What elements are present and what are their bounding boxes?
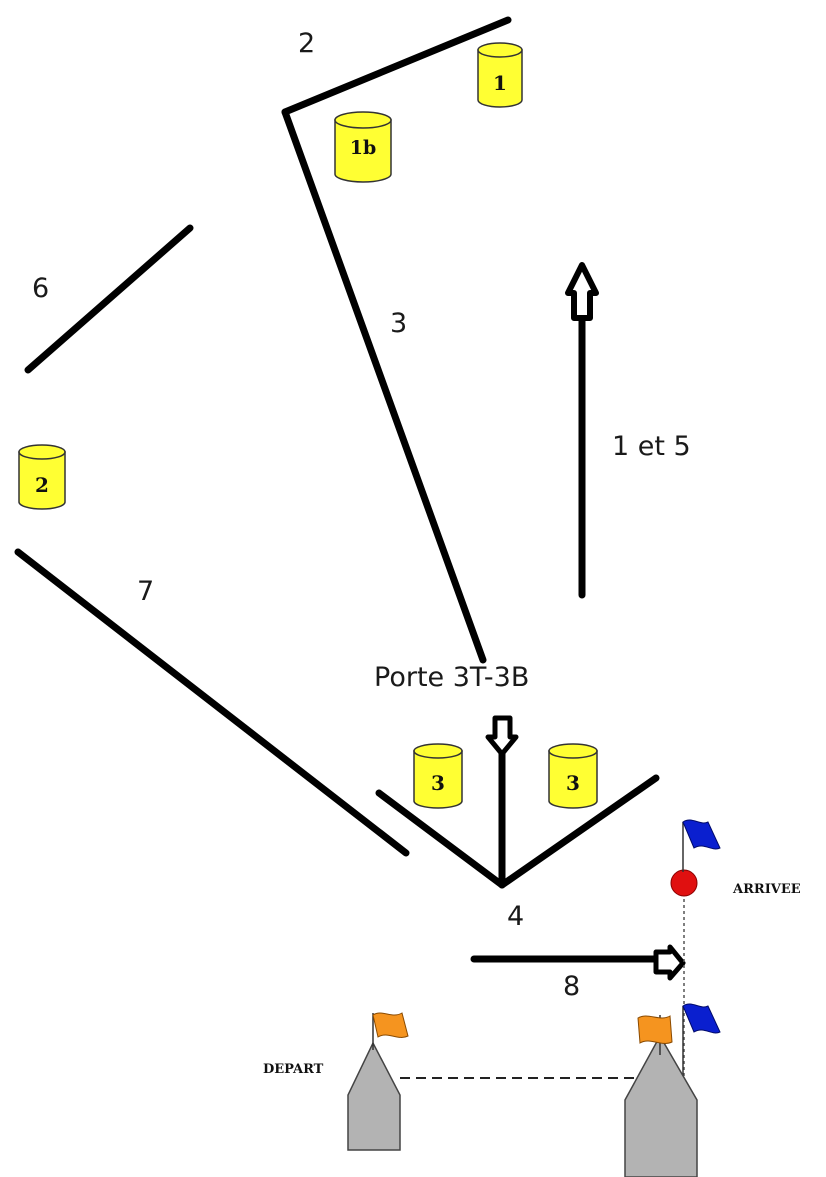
label-1-et-5: 1 et 5	[612, 431, 691, 462]
buoy-1: 1	[477, 42, 523, 108]
orange-flag-left	[372, 1012, 409, 1038]
buoy-3-left-label: 3	[431, 771, 445, 795]
orange-flag-right	[637, 1015, 673, 1044]
buoy-2-label: 2	[35, 473, 49, 497]
leg-2-line	[281, 16, 512, 116]
leg-3-line	[281, 108, 487, 664]
label-leg-4: 4	[507, 901, 524, 932]
buoy-1-label: 1	[493, 71, 507, 95]
buoy-3-right-label: 3	[566, 771, 580, 795]
buoy-3-left: 3	[413, 743, 463, 809]
leg-7-line	[14, 548, 410, 857]
label-gate: Porte 3T-3B	[374, 662, 529, 693]
label-finish: ARRIVEE	[732, 882, 801, 897]
blue-flag-top	[682, 819, 721, 872]
label-start: DEPART	[263, 1062, 324, 1077]
buoy-1b: 1b	[334, 111, 392, 183]
gate-left-line	[375, 789, 506, 889]
finish-mark	[670, 869, 698, 897]
buoy-2: 2	[18, 444, 66, 510]
label-leg-6: 6	[32, 273, 49, 304]
label-leg-2: 2	[298, 28, 315, 59]
buoy-3-right: 3	[548, 743, 598, 809]
label-leg-8: 8	[563, 971, 580, 1002]
gate-right-line	[498, 774, 660, 889]
arrow-8	[470, 944, 686, 981]
buoy-1b-label: 1b	[350, 137, 377, 159]
start-boat-left	[347, 1012, 409, 1151]
start-boat-right	[624, 1015, 698, 1177]
leg-6-line	[24, 224, 194, 374]
label-leg-3: 3	[390, 308, 407, 339]
arrow-gate-down	[485, 715, 519, 885]
label-leg-7: 7	[137, 576, 154, 607]
arrow-1-et-5	[565, 262, 599, 599]
